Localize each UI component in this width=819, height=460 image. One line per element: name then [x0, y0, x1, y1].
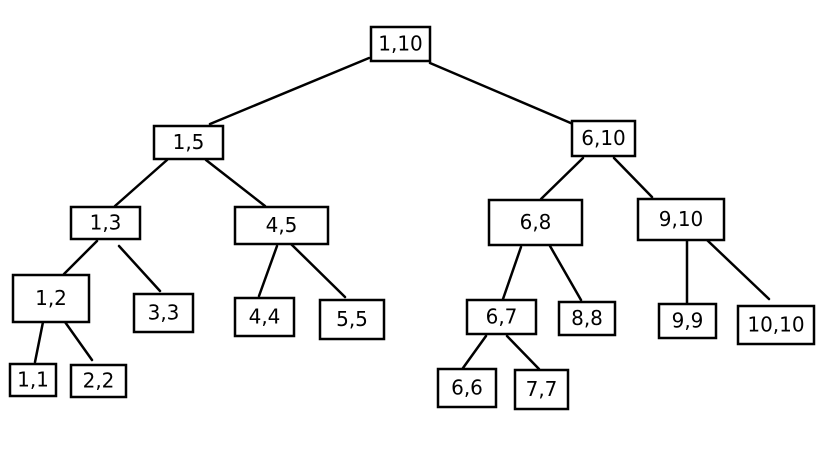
edge-1-5-to-1-3: [113, 158, 169, 208]
node-label: 6,10: [581, 126, 626, 150]
tree-node-6-8: 6,8: [487, 198, 584, 247]
node-label: 1,3: [90, 211, 122, 235]
node-box: [69, 363, 128, 399]
node-box: [465, 298, 538, 336]
edge-9-10-to-10-10: [705, 238, 771, 301]
node-box: [233, 296, 296, 338]
tree-node-6-7: 6,7: [465, 298, 538, 336]
node-box: [69, 205, 142, 241]
edge-1-3-to-3-3: [117, 244, 162, 293]
tree-node-1-3: 1,3: [69, 205, 142, 241]
node-box: [570, 119, 637, 158]
tree-node-10-10: 10,10: [736, 304, 816, 346]
edge-4-5-to-5-5: [289, 242, 347, 299]
node-box: [318, 298, 386, 341]
edge-1-5-to-4-5: [204, 158, 267, 208]
edge-4-5-to-4-4: [257, 244, 279, 298]
node-label: 10,10: [747, 313, 804, 337]
edge-1-10-to-6-10: [428, 61, 575, 126]
node-label: 1,1: [17, 368, 49, 392]
node-box: [369, 25, 432, 63]
node-box: [436, 367, 498, 409]
tree-node-4-4: 4,4: [233, 296, 296, 338]
node-box: [487, 198, 584, 247]
node-box: [233, 205, 330, 246]
node-label: 9,10: [659, 207, 704, 231]
node-box: [657, 302, 718, 340]
tree-node-1-10: 1,10: [369, 25, 432, 63]
node-box: [636, 197, 726, 242]
node-label: 1,5: [173, 130, 205, 154]
edge-6-7-to-7-7: [505, 334, 541, 371]
edge-1-2-to-2-2: [63, 320, 94, 362]
node-label: 4,5: [266, 213, 298, 237]
tree-node-1-1: 1,1: [8, 362, 58, 398]
node-label: 6,8: [520, 210, 552, 234]
node-box: [132, 292, 195, 334]
node-label: 6,6: [451, 376, 483, 400]
nodes-layer: 1,10 1,5 6,10 1,3 4,5 6,8 9,10 1,2 3,3 4,4 5,5 6,7 8…: [8, 25, 816, 411]
tree-node-5-5: 5,5: [318, 298, 386, 341]
node-box: [152, 124, 225, 161]
node-label: 6,7: [486, 305, 518, 329]
tree-node-2-2: 2,2: [69, 363, 128, 399]
edge-1-10-to-1-5: [208, 56, 371, 126]
node-box: [557, 300, 617, 337]
node-label: 7,7: [526, 377, 558, 401]
edge-6-7-to-6-6: [461, 334, 488, 370]
node-label: 8,8: [571, 306, 603, 330]
tree-node-6-6: 6,6: [436, 367, 498, 409]
tree-node-3-3: 3,3: [132, 292, 195, 334]
node-box: [8, 362, 58, 398]
edge-1-2-to-1-1: [33, 320, 45, 364]
edges-layer: [33, 56, 771, 371]
node-box: [513, 368, 570, 411]
tree-node-1-5: 1,5: [152, 124, 225, 161]
edge-6-8-to-6-7: [501, 245, 523, 301]
node-label: 1,2: [35, 286, 67, 310]
node-box: [11, 273, 91, 324]
tree-node-9-9: 9,9: [657, 302, 718, 340]
edge-6-10-to-9-10: [612, 156, 654, 199]
node-label: 2,2: [83, 369, 115, 393]
node-label: 4,4: [249, 305, 281, 329]
tree-node-8-8: 8,8: [557, 300, 617, 337]
tree-node-4-5: 4,5: [233, 205, 330, 246]
tree-node-7-7: 7,7: [513, 368, 570, 411]
node-label: 5,5: [336, 307, 368, 331]
node-label: 9,9: [672, 309, 704, 333]
edge-6-10-to-6-8: [539, 156, 585, 201]
tree-node-1-2: 1,2: [11, 273, 91, 324]
tree-node-9-10: 9,10: [636, 197, 726, 242]
node-box: [736, 304, 816, 346]
tree-node-6-10: 6,10: [570, 119, 637, 158]
node-label: 1,10: [378, 32, 423, 56]
edge-6-8-to-8-8: [548, 244, 583, 302]
edge-1-3-to-1-2: [62, 239, 99, 276]
node-label: 3,3: [148, 301, 180, 325]
